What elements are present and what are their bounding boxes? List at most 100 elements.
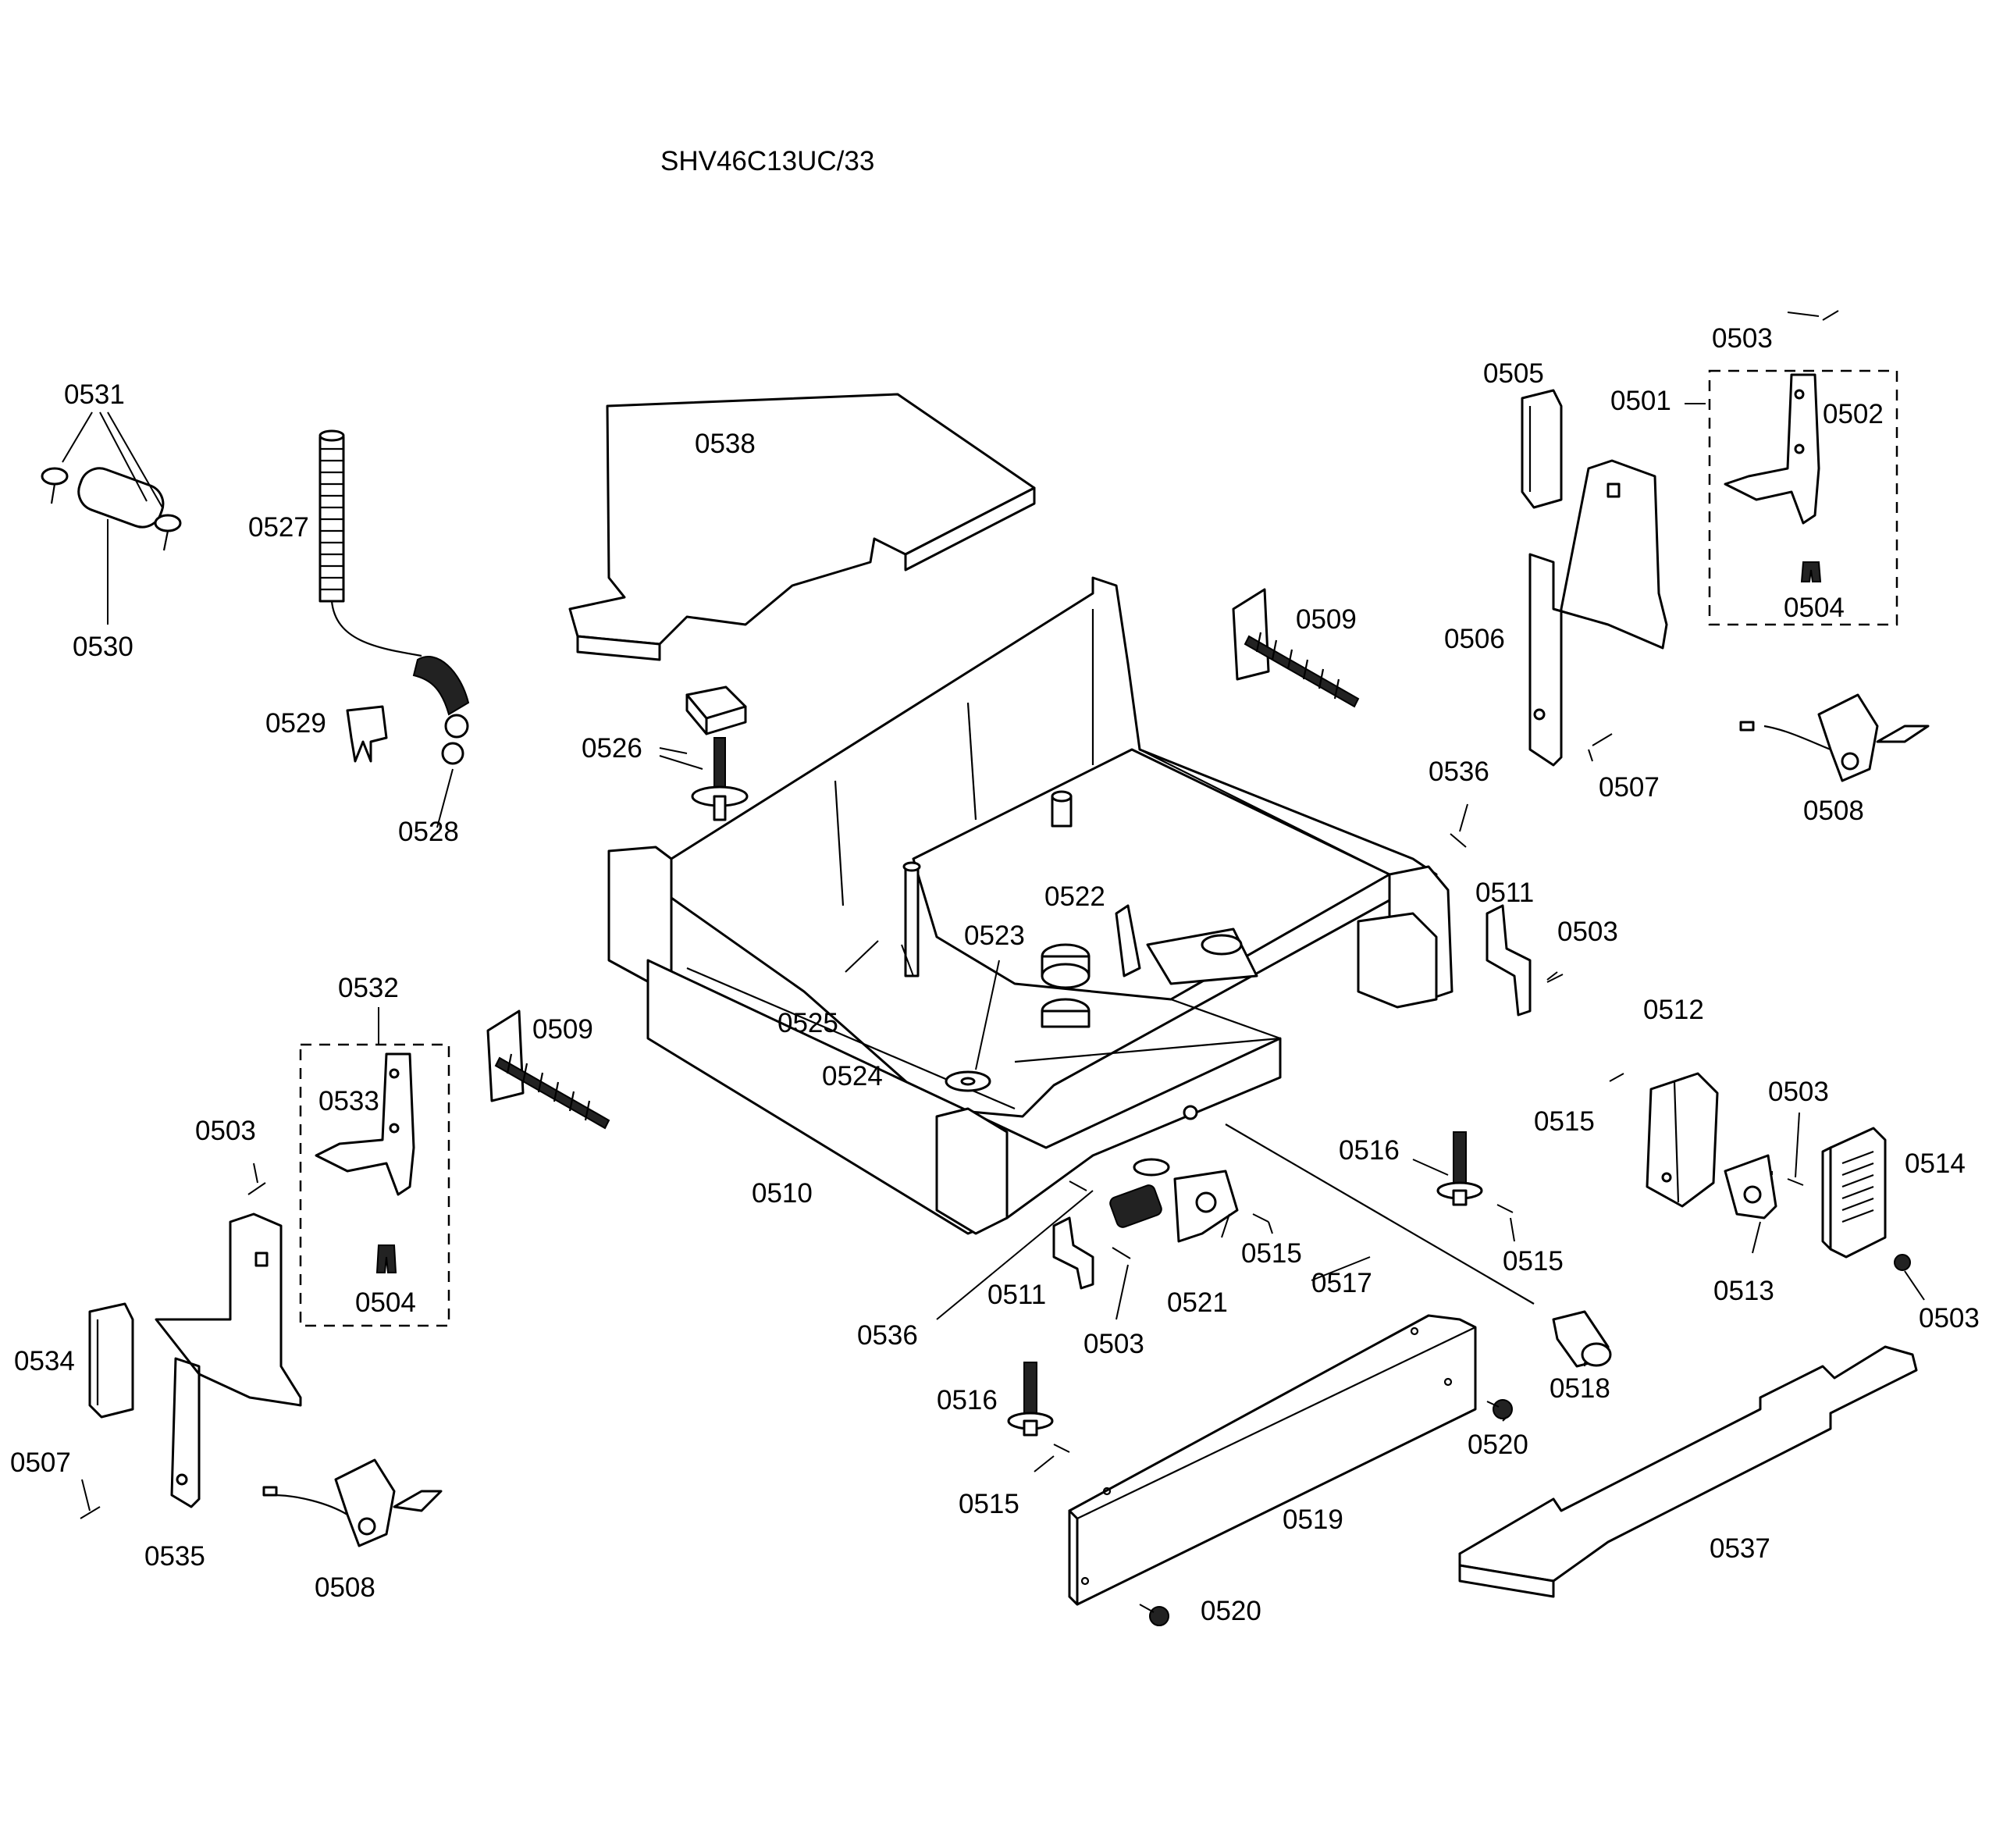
part-0508-hinge-right [1739, 693, 1930, 782]
label-0509-left: 0509 [532, 1014, 593, 1045]
part-0503-screw-top-right [1822, 310, 1839, 321]
part-0510-base-frame [607, 576, 1454, 1235]
label-0504-right: 0504 [1784, 593, 1845, 623]
part-0514-terminal-cover [1821, 1127, 1887, 1259]
label-0503-left: 0503 [195, 1116, 256, 1146]
label-0503-far-right: 0503 [1919, 1303, 1980, 1333]
label-0506: 0506 [1444, 624, 1505, 654]
part-0519-toe-kick [1068, 1314, 1477, 1606]
label-0532: 0532 [338, 973, 399, 1003]
part-0504-clip-left [375, 1244, 397, 1273]
label-0507-right: 0507 [1599, 772, 1660, 803]
label-0508-right: 0508 [1803, 796, 1864, 826]
label-0522: 0522 [1044, 881, 1105, 912]
part-0512-cover-bracket [1646, 1072, 1719, 1208]
part-0507-screw-right [1592, 733, 1613, 746]
part-0516-foot-mid [1436, 1131, 1483, 1206]
label-0523: 0523 [964, 920, 1025, 951]
label-0526: 0526 [582, 733, 642, 764]
label-0502: 0502 [1823, 399, 1884, 429]
label-0510: 0510 [752, 1178, 813, 1209]
part-0504-clip-right [1800, 561, 1822, 582]
part-0520-screw-right [1486, 1399, 1513, 1419]
label-0503-mid: 0503 [1083, 1329, 1144, 1359]
part-0503-screw-right-lower [1787, 1178, 1804, 1186]
part-0508-hinge-left [262, 1458, 443, 1547]
part-0507-screw-left [80, 1506, 101, 1519]
label-0534: 0534 [14, 1346, 75, 1376]
part-0515-screw-low [1053, 1444, 1070, 1453]
part-0529-clip [346, 705, 388, 763]
label-0528: 0528 [398, 817, 459, 847]
part-0515-screw-mid2 [1496, 1204, 1514, 1213]
part-0503-screw-mid-right [1546, 974, 1564, 983]
part-0515-screw-right [1609, 1073, 1624, 1082]
part-0527-drain-hose [318, 429, 470, 716]
part-0528-hose-end [441, 714, 469, 765]
part-0502-hinge-plate [1724, 373, 1820, 525]
label-0530: 0530 [73, 632, 133, 662]
part-0503-screw-far-right [1894, 1254, 1911, 1271]
label-0508-left: 0508 [315, 1572, 375, 1603]
label-0507-left: 0507 [10, 1447, 71, 1478]
part-0509-door-spring-left [486, 1009, 610, 1130]
label-0509-right: 0509 [1296, 604, 1357, 635]
label-0527: 0527 [248, 512, 309, 543]
label-0518: 0518 [1550, 1373, 1610, 1404]
part-0516-foot-low [1007, 1362, 1054, 1437]
part-0518-end-cap [1552, 1310, 1612, 1368]
label-0503-mid-right: 0503 [1557, 917, 1618, 947]
label-0525: 0525 [777, 1008, 838, 1038]
label-0520-right: 0520 [1468, 1430, 1528, 1460]
label-0516-mid: 0516 [1339, 1135, 1400, 1166]
part-0503-screw-left [247, 1182, 266, 1195]
label-0515-mid2: 0515 [1503, 1246, 1564, 1277]
label-0515-right: 0515 [1534, 1106, 1595, 1137]
part-0509-door-spring-right [1232, 588, 1360, 708]
part-0513-small-bracket [1724, 1154, 1777, 1220]
label-0511-right: 0511 [1475, 878, 1534, 908]
part-0515-screw-mid [1252, 1213, 1269, 1223]
label-0531: 0531 [64, 379, 125, 410]
label-0536-mid: 0536 [857, 1320, 918, 1351]
label-0519: 0519 [1283, 1504, 1343, 1535]
part-labels: 0531 0530 0527 0529 0528 0538 0526 0509 … [10, 323, 1980, 1626]
label-0513: 0513 [1713, 1276, 1774, 1306]
label-0529: 0529 [265, 708, 326, 739]
leader-lines [62, 312, 1925, 1512]
label-0533: 0533 [318, 1086, 379, 1116]
part-0533-hinge-plate [315, 1052, 415, 1196]
part-0517-rod [1225, 1123, 1535, 1305]
label-0512: 0512 [1643, 995, 1704, 1025]
label-0511-mid: 0511 [987, 1280, 1046, 1310]
label-0535: 0535 [144, 1541, 205, 1572]
label-0521: 0521 [1167, 1287, 1228, 1318]
part-0530-hose-sleeve [41, 467, 182, 551]
label-0515-mid: 0515 [1241, 1238, 1302, 1269]
part-0520-screw-bottom [1139, 1604, 1169, 1626]
label-0514: 0514 [1905, 1148, 1966, 1179]
part-0503-screw-mid [1112, 1247, 1131, 1259]
part-0511-bracket-right [1486, 904, 1532, 1017]
label-0505: 0505 [1483, 358, 1544, 389]
model-number-title: SHV46C13UC/33 [660, 146, 874, 176]
group-0501-boundary [1708, 369, 1898, 626]
part-0535-hinge-bracket [155, 1212, 302, 1508]
label-0520-bottom: 0520 [1201, 1596, 1261, 1626]
label-0516-low: 0516 [937, 1385, 998, 1415]
label-0537: 0537 [1710, 1533, 1770, 1564]
label-0536-right: 0536 [1429, 757, 1489, 787]
label-0524: 0524 [822, 1061, 883, 1091]
part-0534-bracket-cap [88, 1302, 134, 1419]
part-0526-leveling-foot [685, 685, 749, 821]
part-0505-bracket-cap [1521, 389, 1563, 509]
part-0506-hinge-bracket [1528, 459, 1668, 767]
label-0538: 0538 [695, 429, 756, 459]
label-0501: 0501 [1610, 386, 1671, 416]
label-0515-low: 0515 [959, 1489, 1019, 1519]
part-0521-inlet-valve [1109, 1158, 1239, 1243]
part-0536-screw-mid [1069, 1180, 1087, 1191]
label-0503-top-right: 0503 [1712, 323, 1773, 354]
part-0511-bracket-mid [1052, 1216, 1094, 1290]
